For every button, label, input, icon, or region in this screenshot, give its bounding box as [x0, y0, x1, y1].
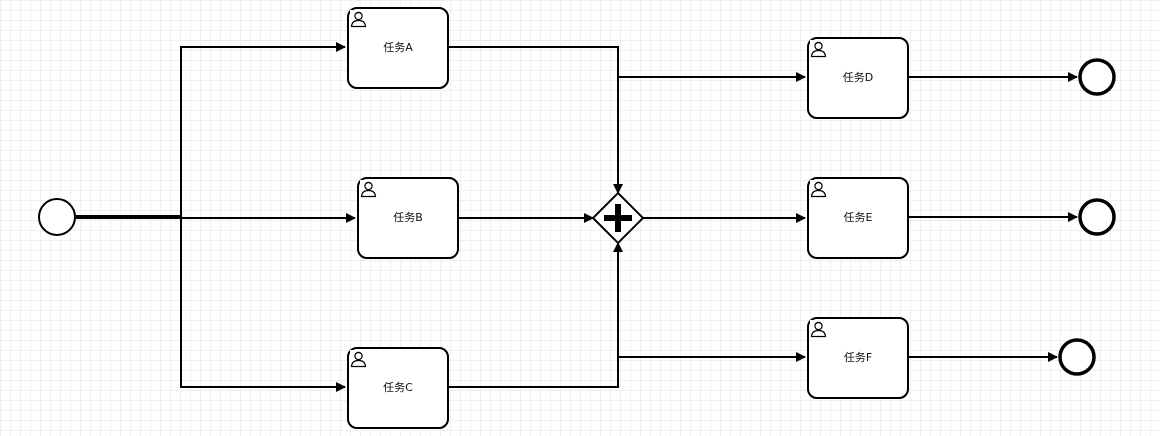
- end-event-f[interactable]: [1058, 338, 1096, 376]
- sequence-flows: [76, 42, 1078, 392]
- task-f[interactable]: 任务F: [807, 317, 909, 399]
- flow-gateway-to-task-d[interactable]: [617, 72, 806, 193]
- start-event[interactable]: [38, 198, 76, 236]
- task-label: 任务A: [383, 41, 413, 54]
- end-event-d[interactable]: [1078, 58, 1116, 96]
- task-label: 任务B: [393, 211, 423, 224]
- task-a[interactable]: 任务A: [347, 7, 449, 89]
- flow-gateway-to-task-f[interactable]: [617, 243, 806, 362]
- user-icon: [349, 9, 368, 28]
- user-icon: [359, 179, 378, 198]
- user-icon: [349, 349, 368, 368]
- plus-icon: [604, 204, 632, 232]
- task-label: 任务E: [844, 211, 873, 224]
- task-b[interactable]: 任务B: [357, 177, 459, 259]
- task-label: 任务F: [844, 351, 872, 364]
- task-c[interactable]: 任务C: [347, 347, 449, 429]
- parallel-gateway[interactable]: [591, 191, 645, 245]
- flow-task-c-to-gateway[interactable]: [448, 242, 623, 388]
- task-e[interactable]: 任务E: [807, 177, 909, 259]
- task-d[interactable]: 任务D: [807, 37, 909, 119]
- task-label: 任务C: [383, 381, 413, 394]
- user-icon: [809, 319, 828, 338]
- flow-start-to-task-c[interactable]: [180, 216, 346, 392]
- user-icon: [809, 39, 828, 58]
- flow-start-to-task-a[interactable]: [76, 42, 346, 217]
- task-label: 任务D: [843, 71, 873, 84]
- flow-task-a-to-gateway[interactable]: [448, 46, 623, 194]
- user-icon: [809, 179, 828, 198]
- end-event-e[interactable]: [1078, 198, 1116, 236]
